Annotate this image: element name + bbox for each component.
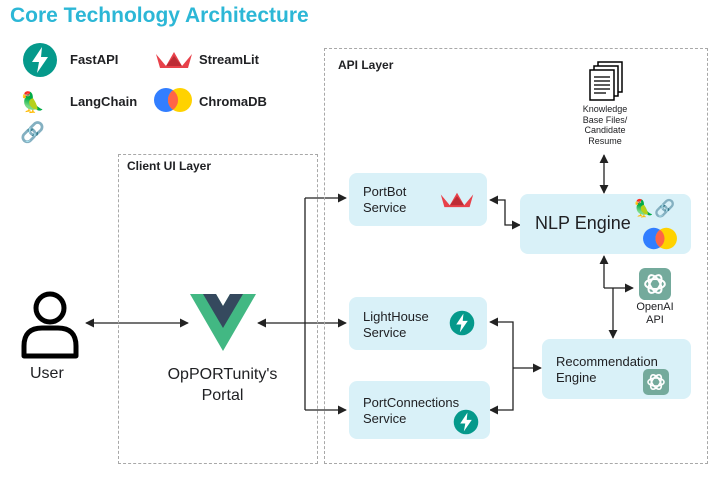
portal-label: OpPORTunity's Portal <box>160 364 285 406</box>
streamlit-crown-icon <box>156 52 192 68</box>
user-icon <box>21 291 79 359</box>
legend-chromadb-label: ChromaDB <box>199 94 267 109</box>
chromadb-circles-icon <box>154 88 192 112</box>
langchain-parrot-link-icon: 🦜🔗 <box>20 92 45 144</box>
portconnections-service-label: PortConnections Service <box>363 395 459 427</box>
user-label: User <box>30 365 64 382</box>
legend: FastAPI StreamLit 🦜🔗 LangChain ChromaDB <box>18 38 308 144</box>
api-layer-label: API Layer <box>338 58 394 72</box>
portconnections-label-line2: Service <box>363 411 407 426</box>
knowledge-base-line3: Candidate <box>584 125 626 135</box>
client-ui-layer <box>118 154 318 464</box>
langchain-parrot-link-icon: 🦜🔗 <box>633 199 676 218</box>
diagram-title: Core Technology Architecture <box>10 4 309 27</box>
legend-fastapi-label: FastAPI <box>70 52 119 67</box>
document-stack-icon <box>589 61 623 101</box>
lighthouse-label-line1: LightHouse <box>363 309 429 324</box>
recommendation-label-line2: Engine <box>556 370 597 385</box>
portbot-service-label: PortBot Service <box>363 184 406 216</box>
recommendation-label-line1: Recommendation <box>556 354 658 369</box>
portconnections-service-box: PortConnections Service <box>349 381 490 439</box>
portbot-service-box: PortBot Service <box>349 173 487 226</box>
openai-knot-icon <box>639 268 671 300</box>
nlp-engine-box: NLP Engine 🦜🔗 <box>520 194 691 254</box>
portconnections-label-line1: PortConnections <box>363 395 460 410</box>
openai-label-line2: API <box>646 314 664 326</box>
legend-langchain-label: LangChain <box>70 94 138 109</box>
fastapi-logo-icon <box>449 310 475 336</box>
knowledge-base-line1: Knowledge <box>582 104 628 114</box>
client-ui-layer-label: Client UI Layer <box>127 159 212 173</box>
portbot-label-line1: PortBot <box>363 184 407 199</box>
lighthouse-label-line2: Service <box>363 325 407 340</box>
portal-label-line2: Portal <box>201 387 244 404</box>
fastapi-logo-icon <box>453 409 479 435</box>
nlp-engine-label: NLP Engine <box>535 213 631 233</box>
lighthouse-service-box: LightHouse Service <box>349 297 487 350</box>
recommendation-engine-box: Recommendation Engine <box>542 339 691 399</box>
chromadb-circles-icon <box>643 227 677 250</box>
streamlit-crown-icon <box>440 192 474 208</box>
openai-api-label: OpenAI API <box>633 301 677 327</box>
knowledge-base-line4: Resume <box>588 135 622 146</box>
fastapi-logo-icon <box>23 43 57 77</box>
portal-label-line1: OpPORTunity's <box>167 366 278 383</box>
knowledge-base-label: Knowledge Base Files/ Candidate Resume <box>571 104 639 146</box>
openai-knot-icon <box>643 369 669 395</box>
lighthouse-service-label: LightHouse Service <box>363 309 429 341</box>
knowledge-base-line2: Base Files/ <box>582 114 628 125</box>
recommendation-engine-label: Recommendation Engine <box>556 354 658 386</box>
vue-logo-icon <box>190 294 256 351</box>
legend-streamlit-label: StreamLit <box>199 52 259 67</box>
api-layer <box>324 48 708 464</box>
portbot-label-line2: Service <box>363 200 407 215</box>
openai-label-line1: OpenAI <box>636 301 674 313</box>
